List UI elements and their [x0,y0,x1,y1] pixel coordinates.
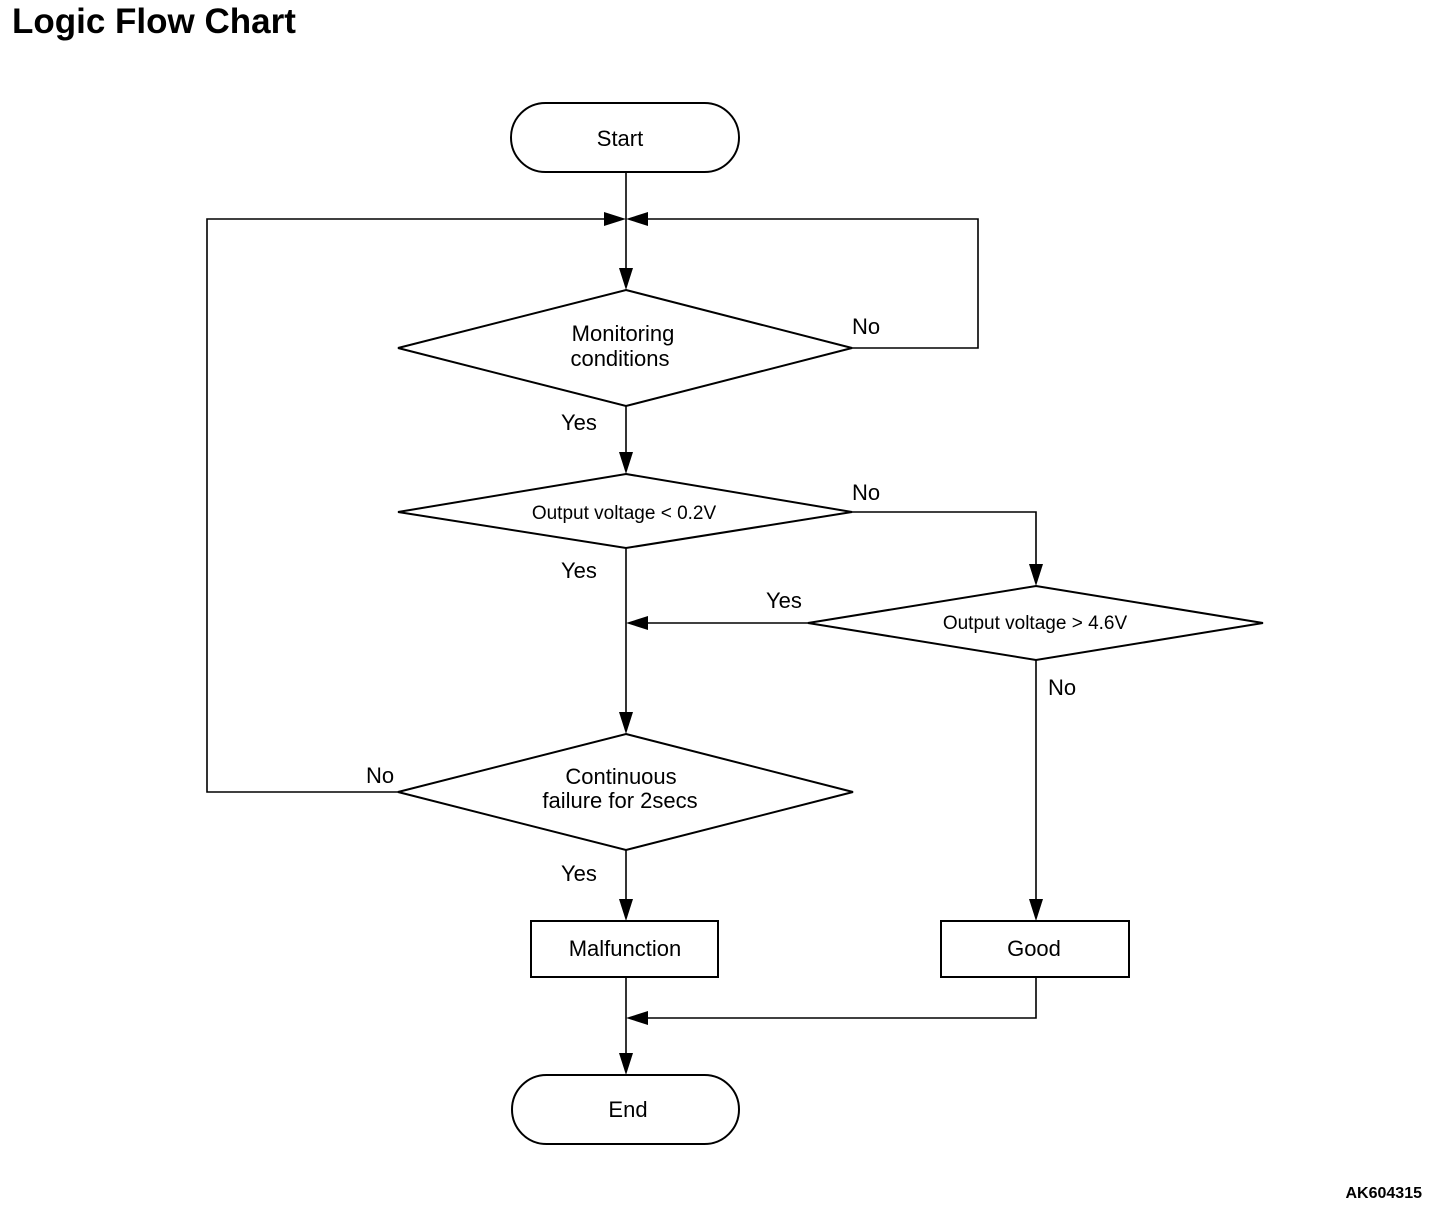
monitoring-yes-label: Yes [561,410,597,435]
low-voltage-no-label: No [852,480,880,505]
low-voltage-yes-label: Yes [561,558,597,583]
continuous-label-line1: Continuous [565,764,676,789]
high-voltage-yes-label: Yes [766,588,802,613]
start-label: Start [597,126,643,151]
connector-good-to-end [640,978,1037,1019]
arrowhead-good-join [626,1011,648,1025]
arrowhead-merge-right [626,212,648,226]
continuous-label-line2: failure for 2secs [542,788,697,813]
high-voltage-decision [807,584,1264,662]
figure-id: AK604315 [1345,1185,1423,1202]
arrowhead-into-monitoring [619,268,633,290]
arrowhead-into-end [619,1053,633,1075]
arrowhead-into-continuous [619,712,633,734]
continuous-failure-decision [397,732,854,852]
continuous-no-label: No [366,763,394,788]
arrowhead-into-high-voltage [1029,564,1043,586]
arrowhead-into-malfunction [619,899,633,921]
low-voltage-label: Output voltage < 0.2V [532,503,717,524]
connector-continuous-no-loop [206,218,612,793]
arrowhead-into-low-voltage [619,452,633,474]
malfunction-label: Malfunction [569,936,682,961]
page-title: Logic Flow Chart [12,2,296,41]
end-terminator [511,1074,740,1145]
high-voltage-no-label: No [1048,675,1076,700]
arrowhead-merge-left [604,212,626,226]
high-voltage-label: Output voltage > 4.6V [943,613,1128,634]
good-label: Good [1007,936,1061,961]
connector-monitoring-no-loop [640,218,979,349]
monitoring-label-line2: conditions [570,346,669,371]
monitoring-decision [397,288,853,408]
malfunction-box [530,920,719,978]
arrowhead-high-yes-join [626,616,648,630]
end-label: End [608,1097,647,1122]
good-box [940,920,1130,978]
arrowhead-into-good [1029,899,1043,921]
monitoring-no-label: No [852,314,880,339]
connector-low-no [852,511,1037,576]
low-voltage-decision [397,472,853,550]
start-terminator [510,102,740,173]
monitoring-label-line1: Monitoring [572,321,675,346]
continuous-yes-label: Yes [561,861,597,886]
